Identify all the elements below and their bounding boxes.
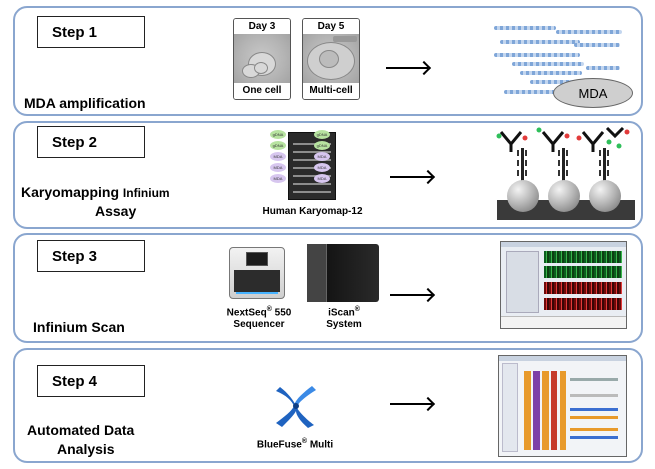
step2-title-main: Karyomapping [21,184,120,200]
step3-arrow-icon [390,294,432,296]
bluefuse-reg-mark: ® [301,438,308,445]
chip-tag-left-2: gDNA [270,141,286,150]
chip-tag-left-1: gDNA [270,130,286,139]
iscan-type: System [326,319,362,331]
step4-arrow-icon [390,403,432,405]
nextseq-name: NextSeq [226,307,267,319]
nextseq-label: NextSeq® 550 Sequencer [212,304,306,331]
step2-title-line1: Karyomapping Infinium [21,182,170,203]
chip-tag-left-5: MDA [270,174,286,183]
iscan-system-icon [307,244,379,302]
iscan-label: iScan® System [314,304,374,331]
nextseq-model: 550 [274,307,292,319]
bluefuse-chromosome-icon [276,386,316,428]
one-cell-caption: One cell [234,83,290,99]
day5-embryo-image: Day 5 Multi-cell [302,18,360,100]
scan-results-screenshot [500,241,627,329]
bluefuse-edition: Multi [309,439,334,451]
step4-title-line1: Automated Data [27,422,135,438]
step4-title-line2: Analysis [57,441,115,457]
step4-label: Step 4 [37,365,145,397]
iscan-reg-mark: ® [354,306,360,313]
chip-tag-right-1: gDNA [314,130,330,139]
chip-tag-right-3: MDA [314,152,330,161]
step1-title: MDA amplification [24,95,146,111]
analysis-results-screenshot [498,355,627,457]
chip-label: Human Karyomap-12 [262,206,363,217]
step2-label: Step 2 [37,126,145,158]
day5-label: Day 5 [303,19,359,34]
multi-cell-caption: Multi-cell [303,83,359,99]
day3-embryo-image: Day 3 One cell [233,18,291,100]
step1-arrow-icon [386,67,428,69]
mda-product-label: MDA [553,78,633,108]
iscan-name: iScan [328,307,355,319]
chip-tag-left-3: MDA [270,152,286,161]
day3-label: Day 3 [234,19,290,34]
nextseq-type: Sequencer [233,319,285,331]
bluefuse-label: BlueFuse® Multi [240,436,350,451]
chip-tag-left-4: MDA [270,163,286,172]
step2-title-suffix: Infinium [122,186,170,200]
nextseq-sequencer-icon [229,247,285,299]
chip-tag-right-4: MDA [314,163,330,172]
step3-label: Step 3 [37,240,145,272]
step3-title: Infinium Scan [33,319,125,335]
bluefuse-name: BlueFuse [256,439,302,451]
step2-title-line2: Assay [95,203,137,219]
step2-arrow-icon [390,176,432,178]
nextseq-reg-mark: ® [266,306,272,313]
chip-tag-right-5: MDA [314,174,330,183]
chip-tag-right-2: gDNA [314,141,330,150]
step1-label: Step 1 [37,16,145,48]
